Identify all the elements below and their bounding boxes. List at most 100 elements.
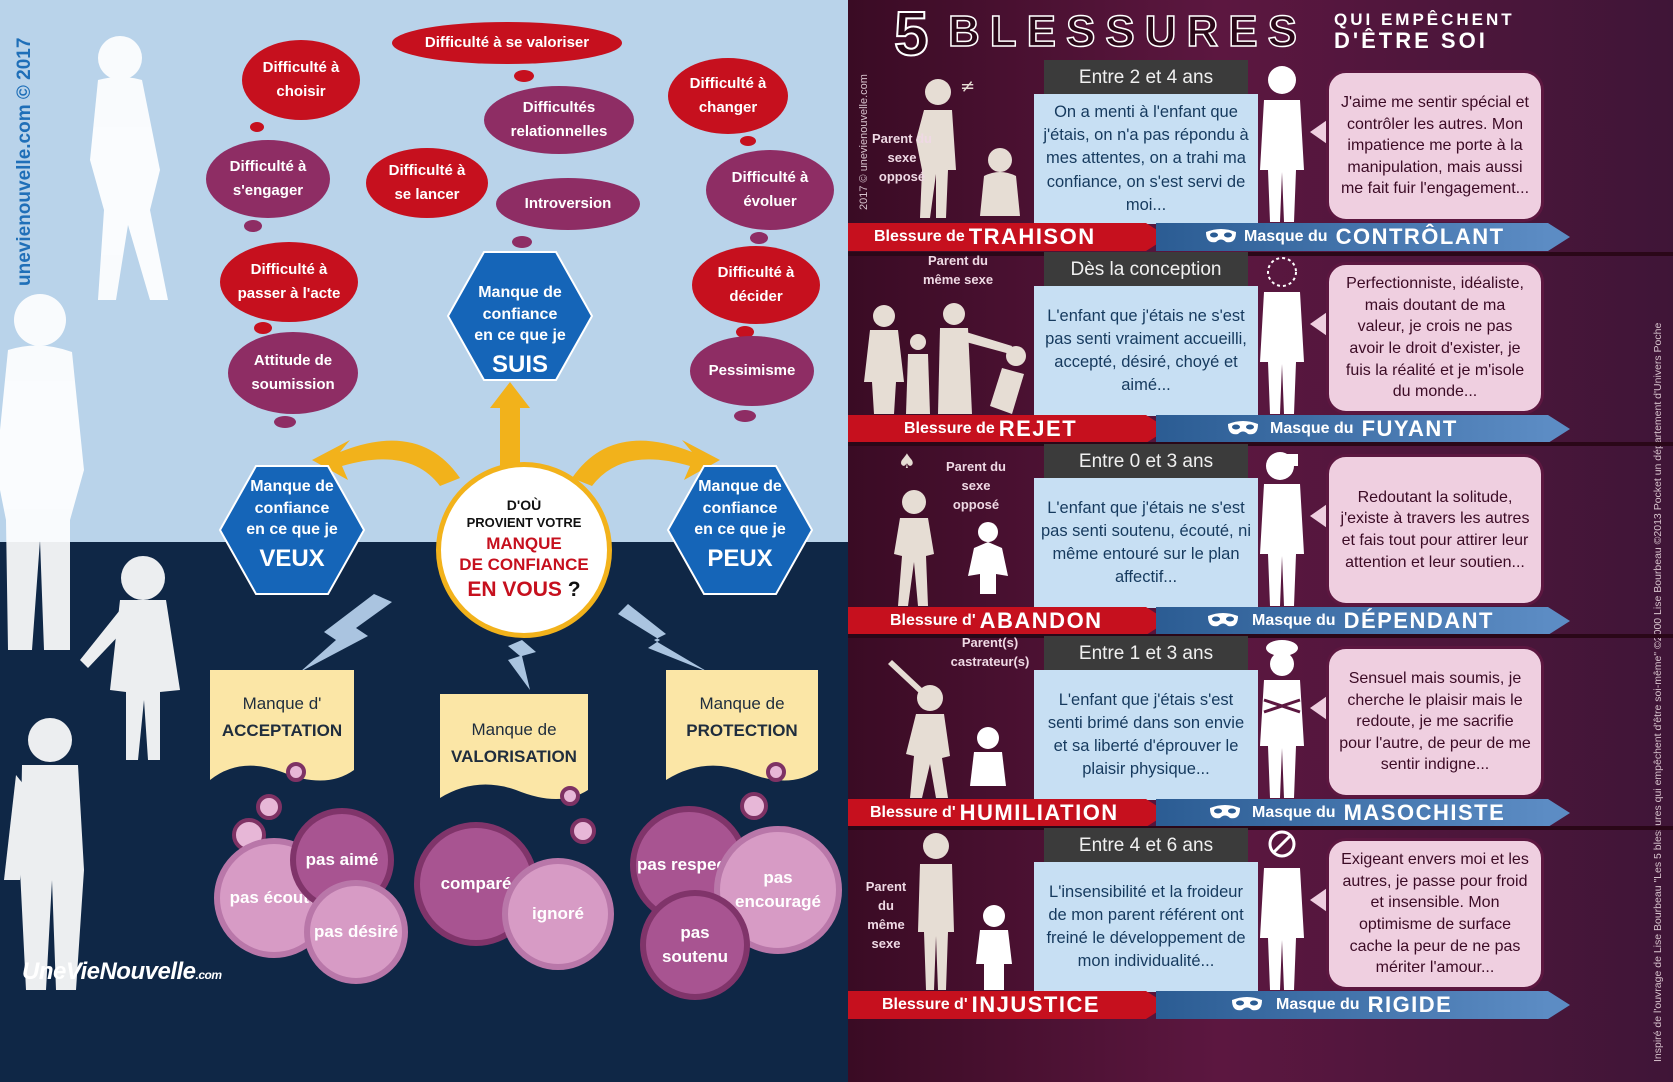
note-valorisation-shape: [440, 694, 588, 799]
abandon-figures-graphic: ♠: [894, 449, 1008, 606]
cloud-evoluer: Difficulté à évoluer: [706, 150, 834, 230]
bubble-dot: [740, 792, 768, 820]
mask-bar-tip: [1548, 415, 1570, 443]
cloud-puff: [740, 136, 756, 146]
cloud-valoriser: Difficulté à se valoriser: [392, 22, 622, 64]
wounds-panel: 2017 © unevienouvelle.com Inspiré de l'o…: [848, 0, 1673, 1082]
title-word: BLESSURES: [947, 7, 1307, 56]
bubble-pas-desire: pas désiré: [304, 880, 408, 984]
fuyant-figure-graphic: [1260, 257, 1304, 414]
wound-name: INJUSTICE: [971, 992, 1101, 1017]
mask-prefix: Masque du: [1252, 612, 1336, 629]
confidence-panel: unevienouvelle.com © 2017 Difficulté à c…: [0, 0, 848, 1082]
quote-text: Sensuel mais soumis, je cherche le plais…: [1326, 646, 1544, 798]
cloud-puff: [254, 322, 272, 334]
mask-icon: [1208, 613, 1238, 627]
cloud-changer: Difficulté à changer: [668, 58, 788, 134]
wound-prefix: Blessure d': [882, 996, 968, 1013]
quote-tail: [1310, 118, 1330, 146]
wound-row-trahison: ≠ Parent du sexe opposé Entre 2 et 4 ans…: [848, 60, 1673, 251]
mask-name: CONTRÔLANT: [1335, 224, 1505, 249]
mask-name: RIGIDE: [1367, 992, 1453, 1017]
brand-logo: UneVieNouvelle.com: [22, 958, 222, 986]
quote-text: Exigeant envers moi et les autres, je pa…: [1326, 838, 1544, 990]
cloud-relationnelles: Difficultés relationnelles: [484, 86, 634, 154]
mask-icon: [1210, 805, 1240, 819]
row-separator: [848, 252, 1673, 256]
cloud-decider: Difficulté à décider: [692, 246, 820, 324]
mask-prefix: Masque du: [1244, 228, 1328, 245]
cloud-puff: [244, 220, 262, 232]
story-text: L'enfant que j'étais ne s'est pas senti …: [1034, 286, 1258, 416]
arrows-graphic: [210, 251, 818, 799]
center-question-mark: ?: [567, 578, 581, 602]
cloud-puff: [512, 236, 532, 248]
wound-row-humiliation: Parent(s) castrateur(s) Entre 1 et 3 ans…: [848, 635, 1673, 827]
bubble-dot: [766, 762, 786, 782]
cloud-choisir: Difficulté à choisir: [242, 40, 360, 120]
mask-label: Masque du CONTRÔLANT: [1244, 223, 1505, 251]
cloud-introversion: Introversion: [496, 178, 640, 230]
bubble-pas-encourage: pas encouragé: [714, 826, 842, 954]
controlant-figure-graphic: [1260, 66, 1304, 222]
row-separator: [848, 634, 1673, 638]
mask-name: MASOCHISTE: [1343, 800, 1506, 825]
center-line: EN VOUS: [467, 578, 562, 602]
cloud-soumission: Attitude de soumission: [228, 332, 358, 414]
hex-line: Manque de: [250, 478, 334, 495]
hex-line: Manque de: [698, 478, 782, 495]
wound-prefix: Blessure d': [870, 804, 956, 821]
center-line: DE CONFIANCE: [459, 555, 589, 574]
wound-name: TRAHISON: [968, 224, 1096, 249]
wound-name: HUMILIATION: [959, 800, 1119, 825]
trahison-figures-graphic: ≠: [916, 76, 1020, 218]
title-sub2: D'ÊTRE SOI: [1334, 28, 1488, 53]
age-label: Entre 2 et 4 ans: [1044, 60, 1248, 96]
wound-name: ABANDON: [979, 608, 1103, 633]
wound-label: Blessure d'ABANDON: [890, 607, 1103, 635]
hex-keyword: VEUX: [259, 544, 325, 572]
rejet-figures-graphic: [864, 303, 1026, 414]
brand-logo-main: UneVieNouvelle: [22, 958, 196, 985]
cloud-puff: [514, 70, 534, 82]
title-number: 5: [893, 0, 930, 69]
wound-prefix: Blessure d': [890, 612, 976, 629]
center-line: PROVIENT VOTRE: [466, 514, 582, 530]
cloud-puff: [750, 232, 768, 244]
story-text: L'insensibilité et la froideur de mon pa…: [1034, 862, 1258, 992]
age-label: Entre 4 et 6 ans: [1044, 828, 1248, 864]
masochiste-figure-graphic: [1260, 640, 1304, 798]
mask-icon: [1228, 421, 1258, 435]
wound-label: Blessure d'INJUSTICE: [882, 991, 1100, 1019]
hex-keyword: SUIS: [491, 350, 548, 378]
bubble-dot: [256, 794, 282, 820]
mask-bar-tip: [1548, 223, 1570, 251]
hex-keyword: PEUX: [707, 544, 773, 572]
row-separator: [848, 826, 1673, 830]
mask-icon: [1232, 997, 1262, 1011]
wound-row-abandon: ♠ Parent du sexe opposé Entre 0 et 3 ans…: [848, 444, 1673, 635]
wound-bar: [848, 415, 1146, 443]
bubble-dot: [286, 762, 306, 782]
hexagon-peux-text: Manque de confiance en ce que je PEUX: [668, 476, 812, 575]
center-question: D'OÙ PROVIENT VOTRE MANQUE DE CONFIANCE …: [436, 462, 612, 638]
wound-bar: [848, 799, 1146, 827]
svg-text:≠: ≠: [960, 76, 975, 97]
brand-logo-suffix: .com: [195, 968, 223, 982]
cloud-engager: Difficulté à s'engager: [206, 140, 330, 218]
mask-bar-tip: [1548, 991, 1570, 1019]
quote-tail: [1310, 310, 1330, 338]
cloud-passer-acte: Difficulté à passer à l'acte: [220, 242, 358, 322]
story-text: L'enfant que j'étais s'est senti brimé d…: [1034, 670, 1258, 800]
title-sub1: QUI EMPÊCHENT: [1334, 10, 1515, 29]
hex-line: en ce que je: [246, 521, 338, 539]
parent-label: Parent du sexe opposé: [946, 459, 1006, 512]
hex-line: confiance: [702, 499, 778, 517]
mask-bar: [1156, 991, 1548, 1019]
